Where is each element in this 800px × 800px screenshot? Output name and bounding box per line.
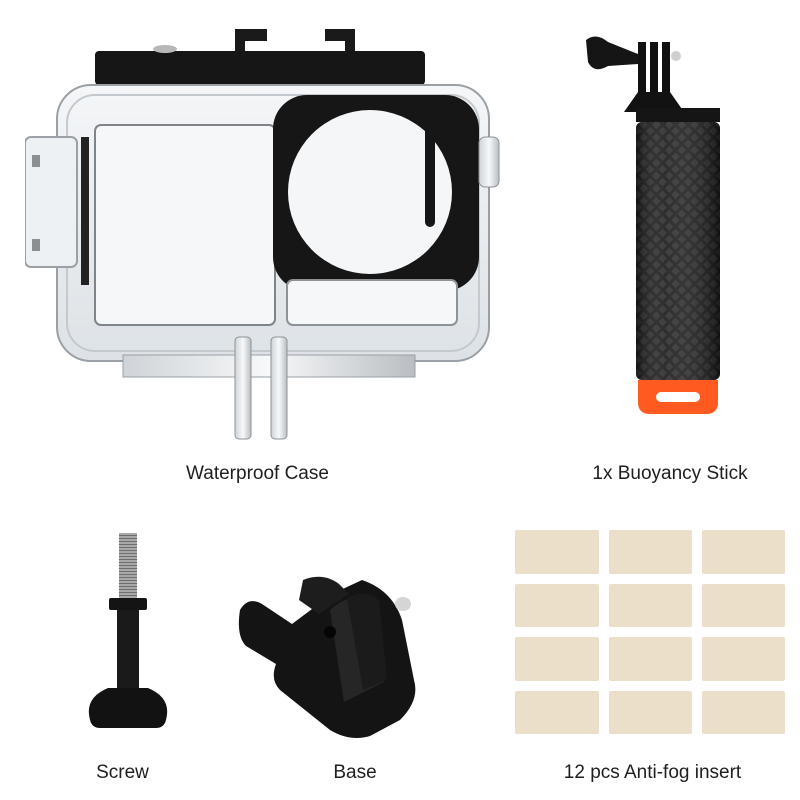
base-label: Base	[333, 762, 377, 783]
anti-fog-insert	[702, 584, 785, 627]
anti-fog-insert	[702, 637, 785, 681]
base-image	[235, 570, 430, 740]
anti-fog-insert	[515, 530, 599, 574]
waterproof-case-image	[24, 25, 505, 445]
anti-fog-insert	[515, 691, 599, 734]
waterproof-case-label: Waterproof Case	[186, 463, 329, 484]
anti-fog-insert	[515, 637, 599, 681]
screw-icon	[88, 533, 168, 728]
screw-image	[80, 530, 190, 740]
buoyancy-stick-icon	[586, 36, 720, 414]
buoyancy-stick-label: 1x Buoyancy Stick	[592, 463, 748, 484]
anti-fog-insert	[609, 691, 692, 734]
anti-fog-insert-grid	[515, 530, 785, 736]
anti-fog-insert	[609, 530, 692, 574]
anti-fog-insert-label: 12 pcs Anti-fog insert	[563, 762, 742, 783]
screw-label: Screw	[96, 762, 149, 783]
anti-fog-insert	[515, 584, 599, 627]
waterproof-case-icon	[24, 29, 500, 440]
anti-fog-insert	[609, 637, 692, 681]
buoyancy-stick-image	[580, 30, 730, 440]
anti-fog-insert	[702, 530, 785, 574]
anti-fog-insert	[609, 584, 692, 627]
anti-fog-insert	[702, 691, 785, 734]
base-mount-icon	[238, 576, 416, 738]
